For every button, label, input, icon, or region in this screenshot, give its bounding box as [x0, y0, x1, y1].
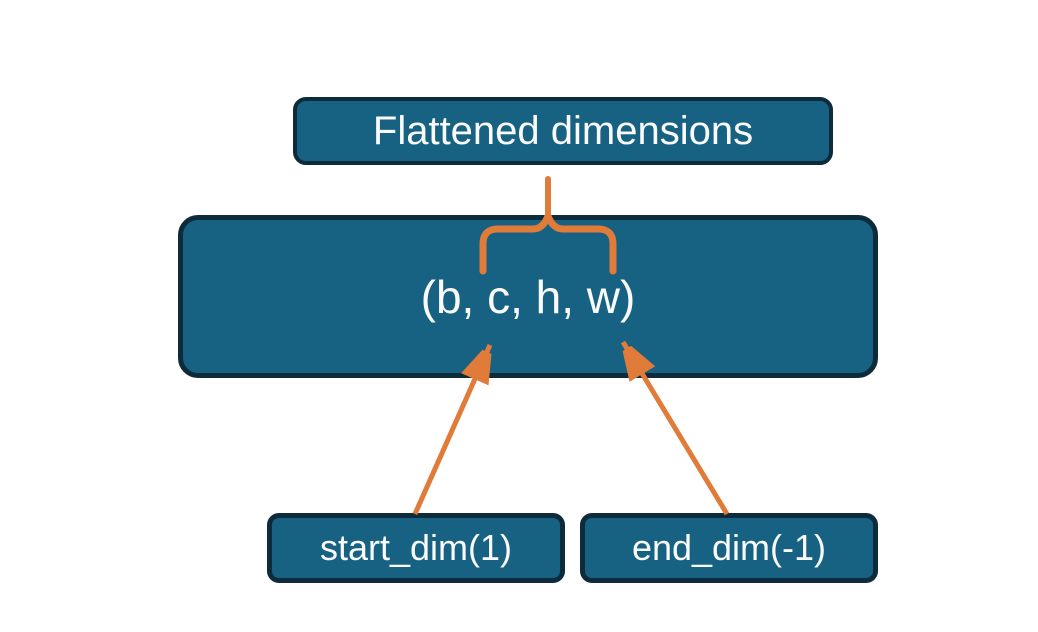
end-dim-box: end_dim(-1): [580, 513, 878, 583]
flattened-dimensions-box: Flattened dimensions: [293, 97, 833, 165]
tensor-shape-label: (b, c, h, w): [420, 270, 636, 323]
end-dim-label: end_dim(-1): [631, 527, 827, 568]
start-dim-box: start_dim(1): [267, 513, 565, 583]
start-dim-label: start_dim(1): [319, 527, 513, 568]
flattened-dimensions-label: Flattened dimensions: [372, 108, 754, 153]
tensor-shape-box: (b, c, h, w): [178, 215, 878, 378]
